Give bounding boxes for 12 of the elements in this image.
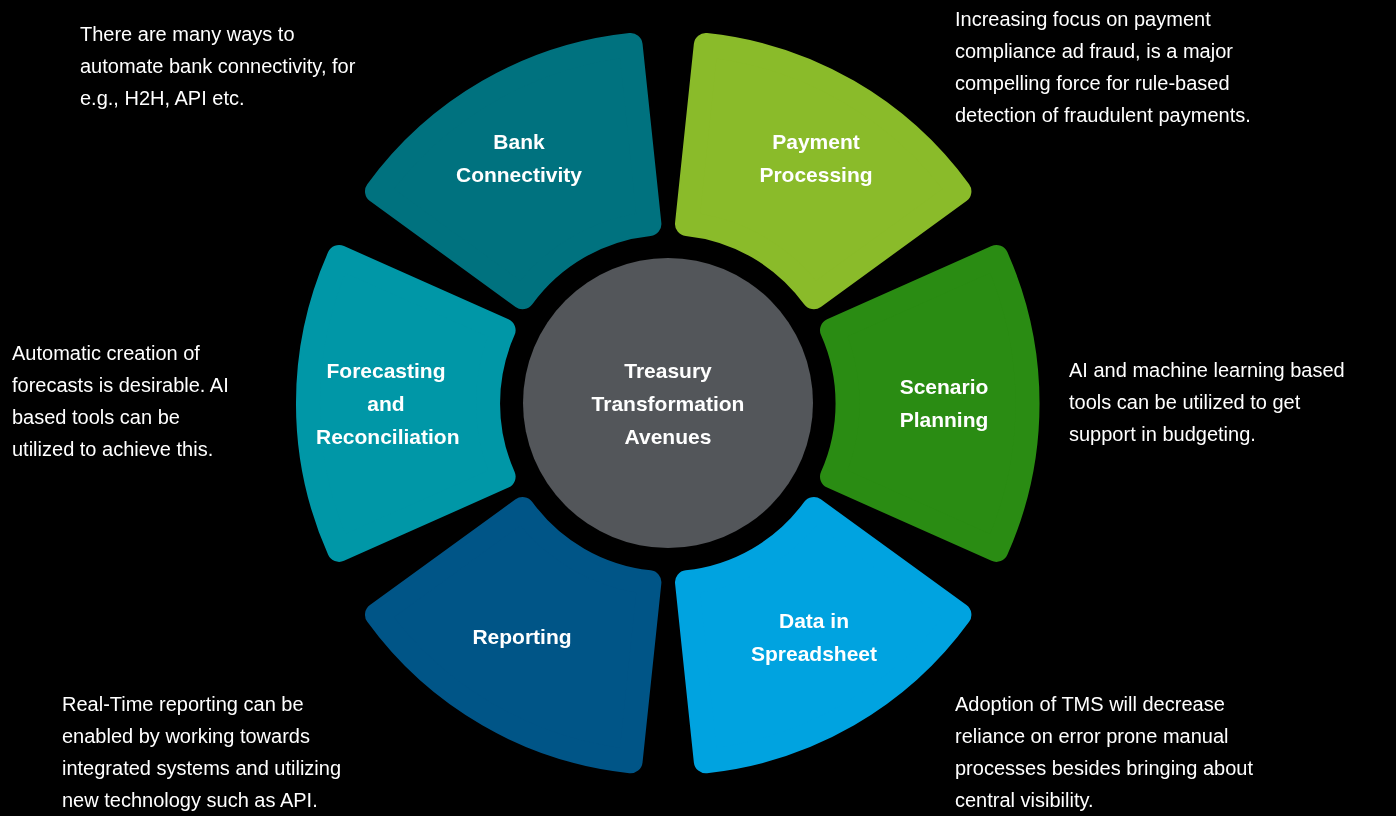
segment-label: Bank Connectivity — [454, 129, 583, 188]
center-label: Treasury Transformation Avenues — [590, 357, 746, 450]
segment-label: Scenario Planning — [898, 374, 990, 433]
description-text: Real-Time reporting can be enabled by working towards integrated systems and utilizing new technology such as API. — [62, 692, 343, 813]
description-text: Increasing focus on payment compliance ad fraud, is a major compelling force for rule-based detection of fraudulent payments. — [955, 7, 1252, 128]
segment-label: Data in Spreadsheet — [749, 608, 878, 667]
description-text: Adoption of TMS will decrease reliance on error prone manual processes besides bringing about central visibility. — [955, 692, 1254, 813]
description-text: Automatic creation of forecasts is desirable. AI based tools can be utilized to achieve this. — [12, 341, 230, 462]
description-text: AI and machine learning based tools can be utilized to get support in budgeting. — [1069, 358, 1346, 447]
segment-label: Reporting — [471, 623, 573, 650]
description-text: There are many ways to automate bank connectivity, for e.g., H2H, API etc. — [80, 22, 357, 111]
segment-label: Payment Processing — [758, 129, 874, 188]
